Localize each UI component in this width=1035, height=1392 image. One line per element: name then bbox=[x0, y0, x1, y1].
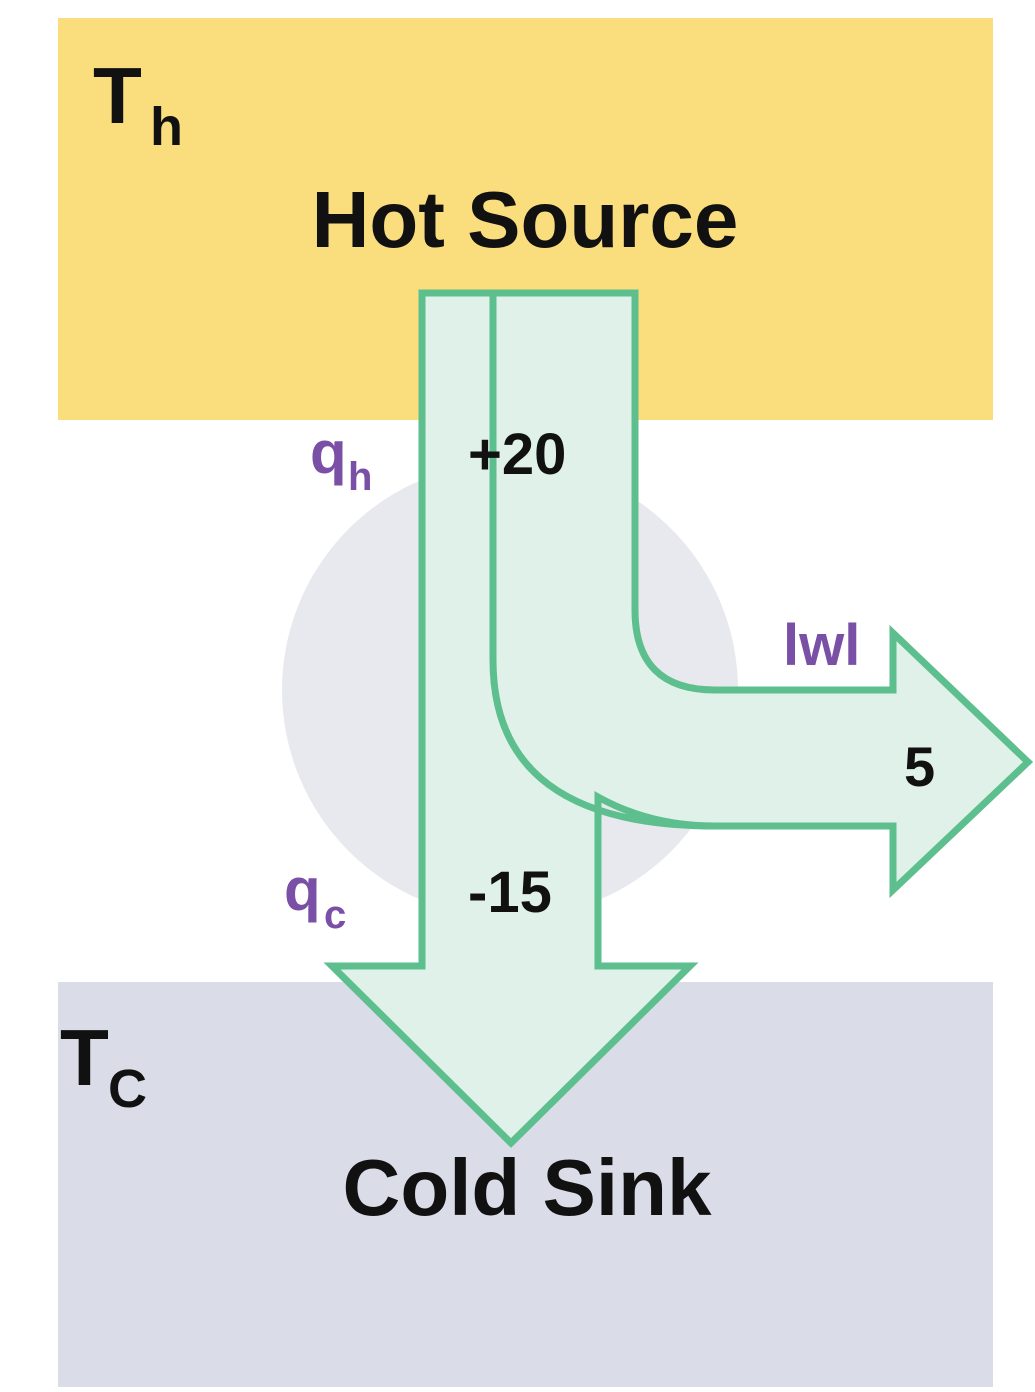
work-symbol: lwl bbox=[783, 613, 860, 678]
heat-out-value: -15 bbox=[468, 860, 552, 925]
flow-split-line bbox=[489, 293, 716, 830]
heat-in-value: +20 bbox=[468, 422, 566, 487]
heat-in-symbol: q bbox=[310, 419, 347, 486]
hot-temperature-symbol: T bbox=[93, 51, 142, 140]
heat-flow-arrow bbox=[323, 289, 1034, 1148]
heat-out-symbol: q bbox=[284, 856, 321, 923]
hot-temperature-subscript: h bbox=[150, 97, 183, 157]
work-value: 5 bbox=[904, 735, 935, 798]
hot-source-label: Hot Source bbox=[312, 175, 739, 264]
cold-temperature-symbol: T bbox=[60, 1013, 109, 1102]
heat-out-subscript: c bbox=[324, 893, 346, 937]
cold-temperature-subscript: C bbox=[108, 1059, 147, 1119]
cold-sink-label: Cold Sink bbox=[343, 1143, 712, 1232]
heat-flow-arrows bbox=[323, 289, 1034, 1148]
heat-in-subscript: h bbox=[348, 455, 372, 499]
